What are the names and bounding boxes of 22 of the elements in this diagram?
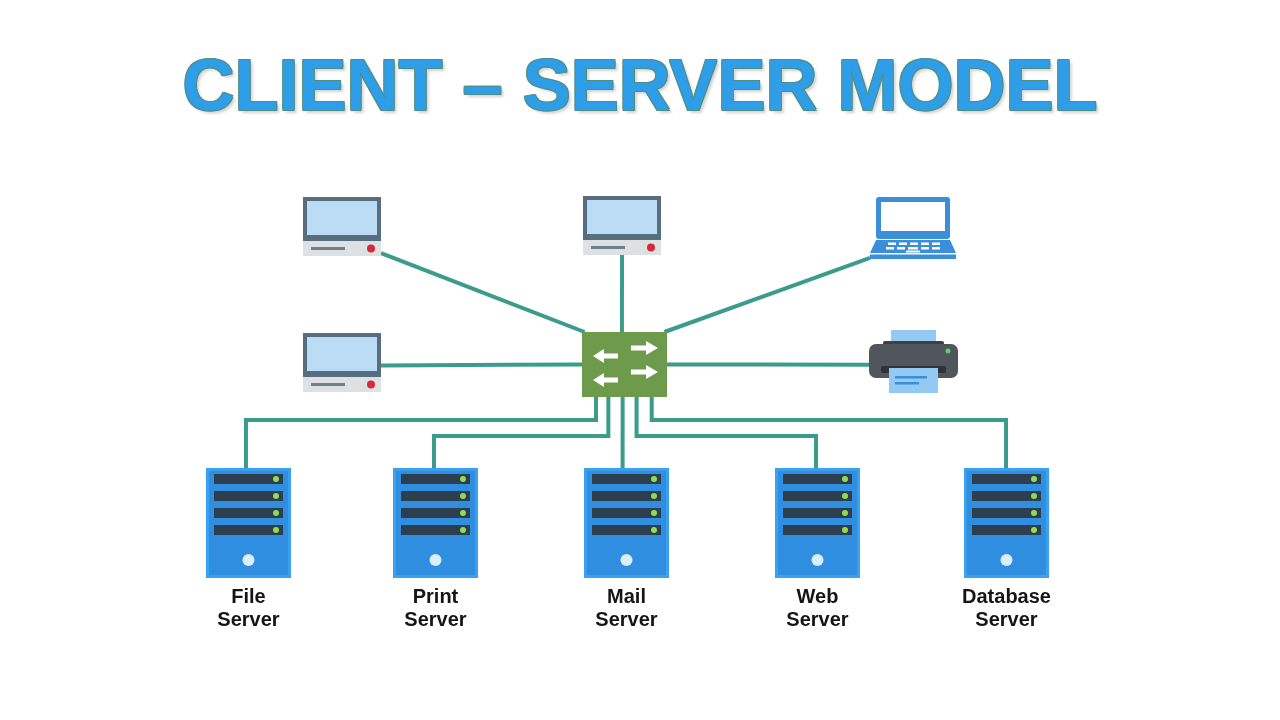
node-label: Database Server xyxy=(962,585,1051,631)
diagram-title: CLIENT – SERVER MODEL xyxy=(182,49,1098,121)
laptop-icon xyxy=(870,197,956,259)
connector-line xyxy=(432,397,611,468)
desktop-computer-icon xyxy=(583,196,661,255)
connector-line xyxy=(634,397,818,468)
connector-line xyxy=(620,397,625,468)
desktop-computer-icon xyxy=(303,197,381,256)
network-switch-icon xyxy=(582,332,667,397)
node-label: File Server xyxy=(217,585,280,631)
printer-icon xyxy=(869,330,958,393)
node-label: Mail Server xyxy=(595,585,658,631)
node-label: Web Server xyxy=(786,585,849,631)
desktop-computer-icon xyxy=(303,333,381,392)
connector-line xyxy=(619,255,624,332)
connector-line xyxy=(244,397,599,468)
connector-line xyxy=(667,362,869,367)
connector-line xyxy=(380,251,586,334)
connector-line xyxy=(381,362,582,368)
connector-line xyxy=(649,397,1008,468)
connector-line xyxy=(663,255,871,334)
node-label: Print Server xyxy=(404,585,467,631)
